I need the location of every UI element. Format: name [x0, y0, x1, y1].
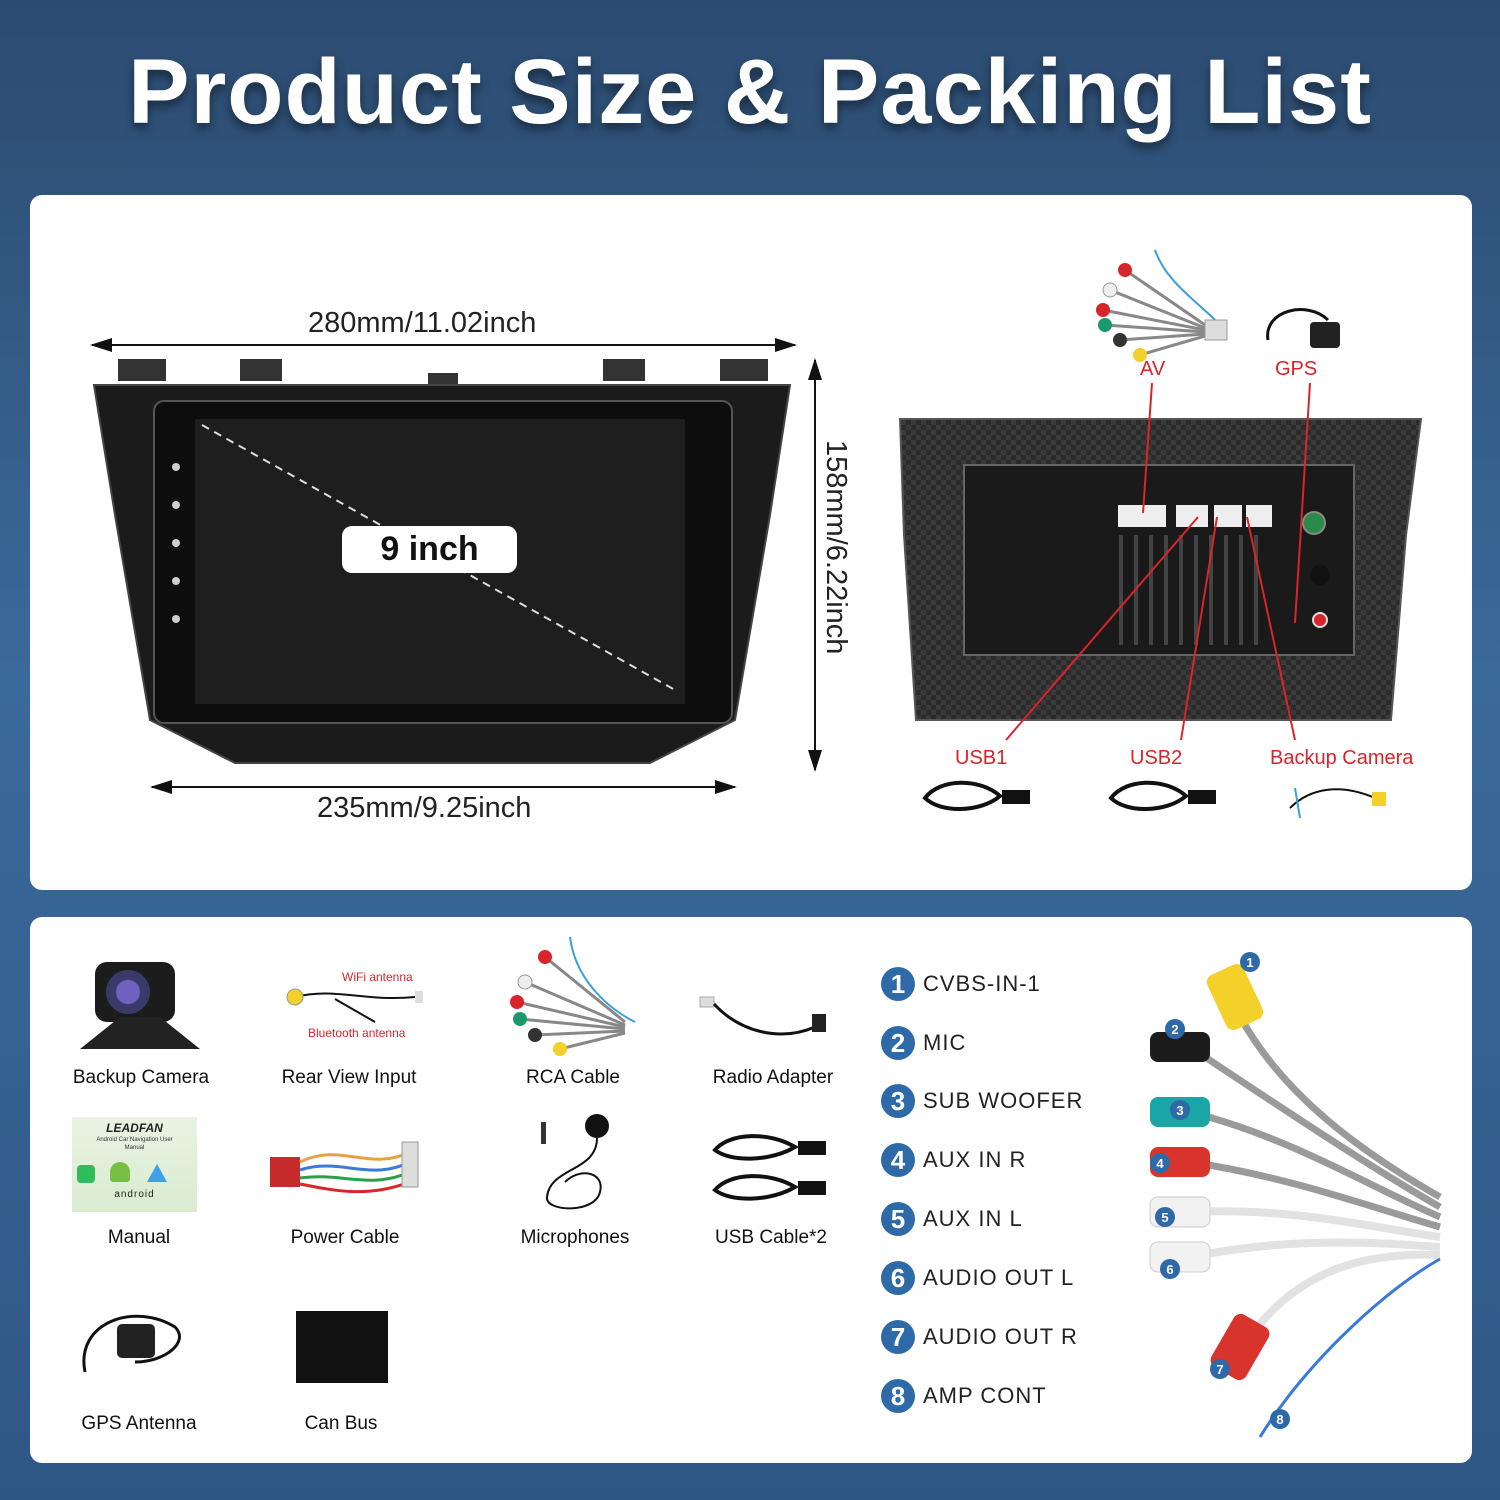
- connector-item: 1 CVBS-IN-1: [881, 967, 1041, 1001]
- head-unit-rear-image: [898, 418, 1423, 721]
- page-title: Product Size & Packing List: [128, 41, 1372, 143]
- connector-number: 7: [881, 1320, 915, 1354]
- av-label: AV: [1140, 358, 1166, 380]
- gps-antenna-small-image: [1266, 308, 1340, 348]
- connector-item: 6 AUDIO OUT L: [881, 1261, 1074, 1295]
- packing-item-label: RCA Cable: [526, 1067, 620, 1088]
- packing-item-label: Radio Adapter: [712, 1067, 834, 1088]
- connector-number: 3: [881, 1084, 915, 1118]
- android-icon: [110, 1162, 130, 1182]
- packing-item-label: Power Cable: [290, 1227, 400, 1248]
- usb2-label: USB2: [1130, 747, 1183, 769]
- connector-item: 2 MIC: [881, 1026, 966, 1060]
- connector-item: 3 SUB WOOFER: [881, 1084, 1083, 1118]
- usb2-cable-image: [1108, 780, 1216, 811]
- connector-number: 6: [881, 1261, 915, 1295]
- rca-cable-image: [510, 936, 636, 1056]
- power-cable-image: [270, 1141, 419, 1194]
- connector-item: 7 AUDIO OUT R: [881, 1320, 1078, 1354]
- backup-camera-label: Backup Camera: [1270, 747, 1414, 769]
- packing-item-label: Manual: [107, 1227, 171, 1248]
- usb-cables-image: [712, 1134, 826, 1201]
- packing-item-label: Microphones: [520, 1227, 630, 1248]
- connector-label: AUX IN R: [923, 1147, 1027, 1172]
- usb1-cable-image: [922, 780, 1030, 811]
- connector-label: AUDIO OUT L: [923, 1265, 1075, 1290]
- connector-item: 5 AUX IN L: [881, 1202, 1023, 1236]
- connector-label: AMP CONT: [923, 1383, 1047, 1408]
- svg-text:1: 1: [1246, 955, 1253, 970]
- connector-number: 2: [881, 1026, 915, 1060]
- connector-label: MIC: [923, 1030, 967, 1055]
- usb1-label: USB1: [955, 747, 1008, 769]
- rca-harness-image: 1 2 3 4 5 6 7 8: [1149, 952, 1442, 1438]
- connector-item: 4 AUX IN R: [881, 1143, 1026, 1177]
- packing-item-label: GPS Antenna: [81, 1413, 197, 1434]
- manual-subtitle: Android Car Navigation User Manual: [96, 1137, 173, 1151]
- svg-text:7: 7: [1216, 1362, 1223, 1377]
- manual-image: LEADFAN Android Car Navigation User Manu…: [72, 1117, 197, 1212]
- svg-text:5: 5: [1161, 1210, 1168, 1225]
- rear-view-input-image: [286, 988, 423, 1023]
- android-auto-icon: [147, 1164, 167, 1182]
- svg-text:8: 8: [1276, 1412, 1283, 1427]
- can-bus-image: [296, 1311, 388, 1383]
- svg-text:2: 2: [1171, 1022, 1178, 1037]
- svg-text:3: 3: [1176, 1103, 1183, 1118]
- packing-item-label: Can Bus: [304, 1413, 378, 1434]
- manual-android-text: android: [114, 1189, 155, 1200]
- connector-number: 1: [881, 967, 915, 1001]
- bluetooth-antenna-label: Bluetooth antenna: [308, 1026, 406, 1040]
- backup-camera-image: [80, 962, 200, 1049]
- product-size-panel: 280mm/11.02inch 235mm/9.25inch 158mm/6.2…: [30, 195, 1472, 890]
- connector-number: 5: [881, 1202, 915, 1236]
- connector-label: SUB WOOFER: [923, 1088, 1084, 1113]
- packing-item-label: USB Cable*2: [715, 1227, 827, 1248]
- microphone-image: [541, 1114, 609, 1210]
- connector-label: AUDIO OUT R: [923, 1324, 1078, 1349]
- backup-camera-cable-image: [1289, 787, 1386, 819]
- connector-label: AUX IN L: [923, 1206, 1023, 1231]
- svg-text:6: 6: [1166, 1262, 1173, 1277]
- connector-label: CVBS-IN-1: [923, 971, 1041, 996]
- connector-number: 8: [881, 1379, 915, 1413]
- dimension-arrows: [90, 338, 822, 794]
- manual-brand: LEADFAN: [106, 1121, 163, 1135]
- packing-list-panel: Backup Camera WiFi antenna Bluetooth ant…: [30, 917, 1472, 1463]
- svg-text:4: 4: [1156, 1156, 1164, 1171]
- packing-item-label: Backup Camera: [72, 1067, 210, 1088]
- radio-adapter-image: [699, 996, 826, 1036]
- connector-item: 8 AMP CONT: [881, 1379, 1047, 1413]
- av-cable-image: [1096, 249, 1228, 362]
- gps-label: GPS: [1275, 358, 1318, 380]
- packing-item-label: Rear View Input: [281, 1067, 417, 1088]
- wifi-antenna-label: WiFi antenna: [342, 970, 413, 984]
- rear-annotation-lines: [1005, 382, 1311, 741]
- connector-number: 4: [881, 1143, 915, 1177]
- width-bottom-label: 235mm/9.25inch: [317, 792, 532, 824]
- width-top-label: 280mm/11.02inch: [308, 307, 537, 339]
- carplay-icon: [77, 1165, 95, 1183]
- screen-size-badge: 9 inch: [342, 526, 517, 573]
- gps-antenna-image: [82, 1314, 181, 1373]
